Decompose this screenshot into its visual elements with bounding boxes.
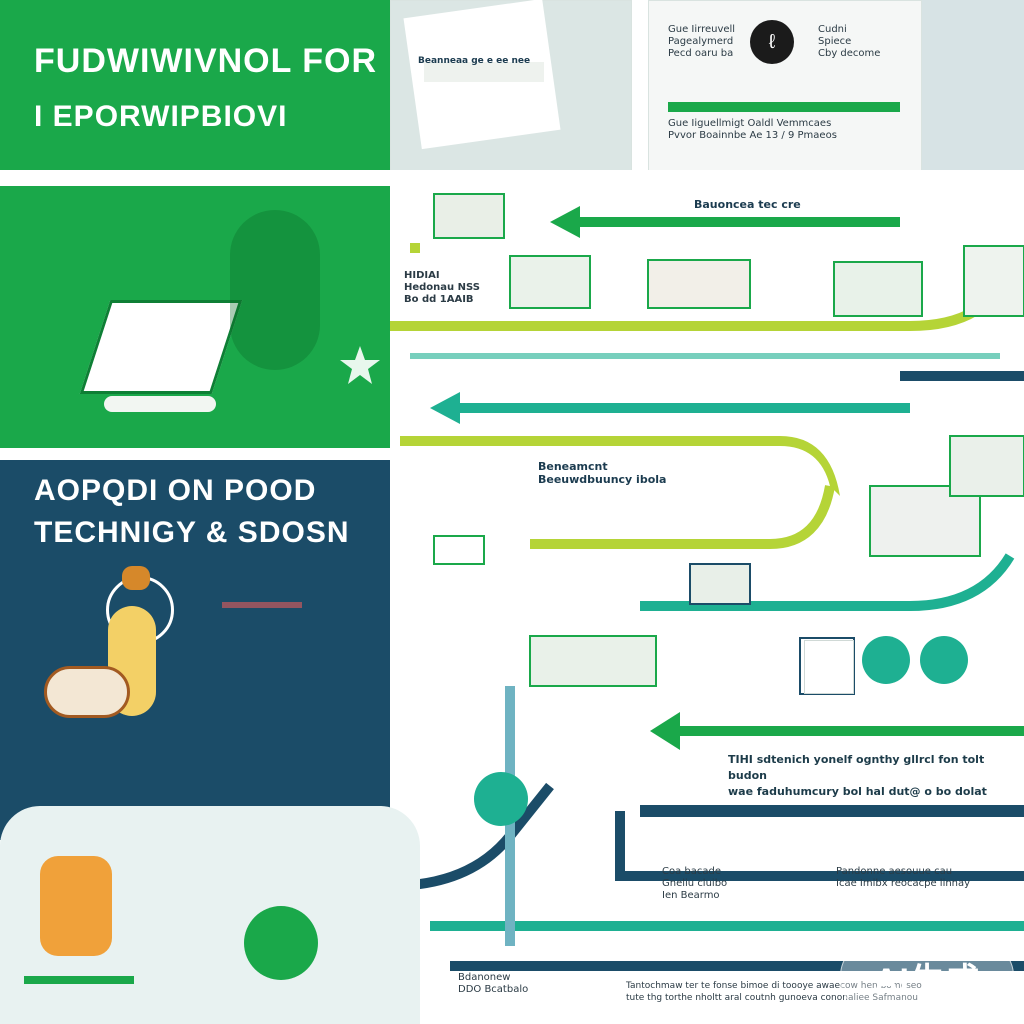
ai-generated-badge: AI生成	[840, 940, 1014, 1014]
doc-icon	[804, 640, 854, 694]
top-card-right-line-2: Spiece	[818, 36, 852, 47]
bottom-left-3: Ien Bearmo	[662, 890, 720, 901]
flow-label-left: HIDIAI Hedonau NSS Bo dd 1AAIB	[404, 270, 480, 306]
hero-title-line2: I EPORWIPBIOVI	[34, 100, 288, 133]
red-accent-line	[222, 602, 302, 608]
green-swirl	[230, 210, 320, 370]
footer-left-1: Bdanonew	[458, 972, 511, 983]
top-card-left-line-2: Pagealymerd	[668, 36, 734, 47]
right-text-line2: wae faduhumcury bol hal dut@ o bo dolat	[728, 785, 987, 798]
bottom-left-1: Coa bacade	[662, 866, 722, 877]
right-text-line1: TIHI sdtenich yonelf ognthy gllrcl fon t…	[728, 753, 985, 782]
top-card-bottom-3: Oaldl Vemmcaes	[747, 118, 832, 129]
top-card-bottom-2: Pvvor Boainnbe	[668, 130, 747, 141]
star-icon	[340, 346, 380, 384]
hero-title-line1: FUDWIWIVNOL FOR	[34, 42, 377, 80]
right-text: TIHI sdtenich yonelf ognthy gllrcl fon t…	[728, 752, 1020, 800]
person-base	[44, 666, 130, 718]
compass-badge-2	[920, 636, 968, 684]
flow-label-center-1: Beneamcnt	[538, 460, 608, 473]
bottom-left-2: Gneliu cluibo	[662, 878, 728, 889]
laptop-base	[104, 396, 216, 412]
top-card-divider	[668, 102, 900, 112]
bottom-right-2: Icae Imibx reocacpe linnay	[836, 878, 971, 889]
top-card-bottom-1: Gue Iiguellmigt	[668, 118, 745, 129]
top-card-left-line-3: Pecd oaru ba	[668, 48, 734, 59]
drum-illustration	[40, 856, 112, 956]
character-badge	[244, 906, 318, 980]
flow-label-center-2: Beeuwdbuuncy ibola	[538, 473, 667, 486]
blue-section-panel	[0, 460, 390, 840]
top-card-right-text: Cudni Spiece Cby decome	[818, 24, 880, 60]
section-title-line1: AOPQDI ON POOD	[34, 474, 317, 507]
flow-label-left-2: Hedonau NSS	[404, 282, 480, 293]
top-card-right-line-1: Cudni	[818, 24, 847, 35]
flow-label-top: Bauoncea tec cre	[694, 198, 801, 211]
top-left-card-label: Beanneaa ge e ee nee	[418, 56, 531, 66]
section-title-line2: TECHNIGY & SDOSN	[34, 516, 350, 549]
compass-badge-1	[862, 636, 910, 684]
footer-right-2: tute thg torthe nholtt aral coutnh gunoe…	[626, 993, 918, 1003]
top-card-right-line-3: Cby decome	[818, 48, 881, 59]
paper-content	[424, 62, 544, 82]
flow-label-left-1: HIDIAI	[404, 270, 440, 281]
info-icon-glyph: ℓ	[768, 30, 776, 53]
flow-label-left-3: Bo dd 1AAIB	[404, 294, 474, 305]
robot-chip	[474, 772, 528, 826]
footer-left-text: Bdanonew DDO Bcatbalo	[458, 972, 528, 996]
footer-right-text: Tantochmaw ter te fonse bimoe di toooye …	[626, 980, 966, 1004]
top-card-bottom-text: Gue Iiguellmigt Oaldl Vemmcaes Pvvor Boa…	[668, 118, 910, 142]
footer-left-2: DDO Bcatbalo	[458, 984, 529, 995]
bottom-right-1: Pandonne aesouue cau	[836, 866, 953, 877]
hero-panel	[0, 0, 390, 170]
top-card-left-line-1: Gue Iirreuvell	[668, 24, 736, 35]
bottom-left-text: Coa bacade Gneliu cluibo Ien Bearmo	[662, 866, 727, 902]
top-card-bottom-4: Ae 13 / 9 Pmaeos	[749, 130, 837, 141]
person-hair	[122, 566, 150, 590]
top-card-left-text: Gue Iirreuvell Pagealymerd Pecd oaru ba	[668, 24, 735, 60]
bottom-right-text: Pandonne aesouue cau Icae Imibx reocacpe…	[836, 866, 970, 890]
drum-stripe	[24, 976, 134, 984]
top-divider	[0, 170, 1024, 186]
flow-label-center: Beneamcnt Beeuwdbuuncy ibola	[538, 460, 666, 486]
footer-right-1: Tantochmaw ter te fonse bimoe di toooye …	[626, 981, 922, 991]
top-corner-panel	[922, 0, 1024, 170]
info-icon: ℓ	[750, 20, 794, 64]
